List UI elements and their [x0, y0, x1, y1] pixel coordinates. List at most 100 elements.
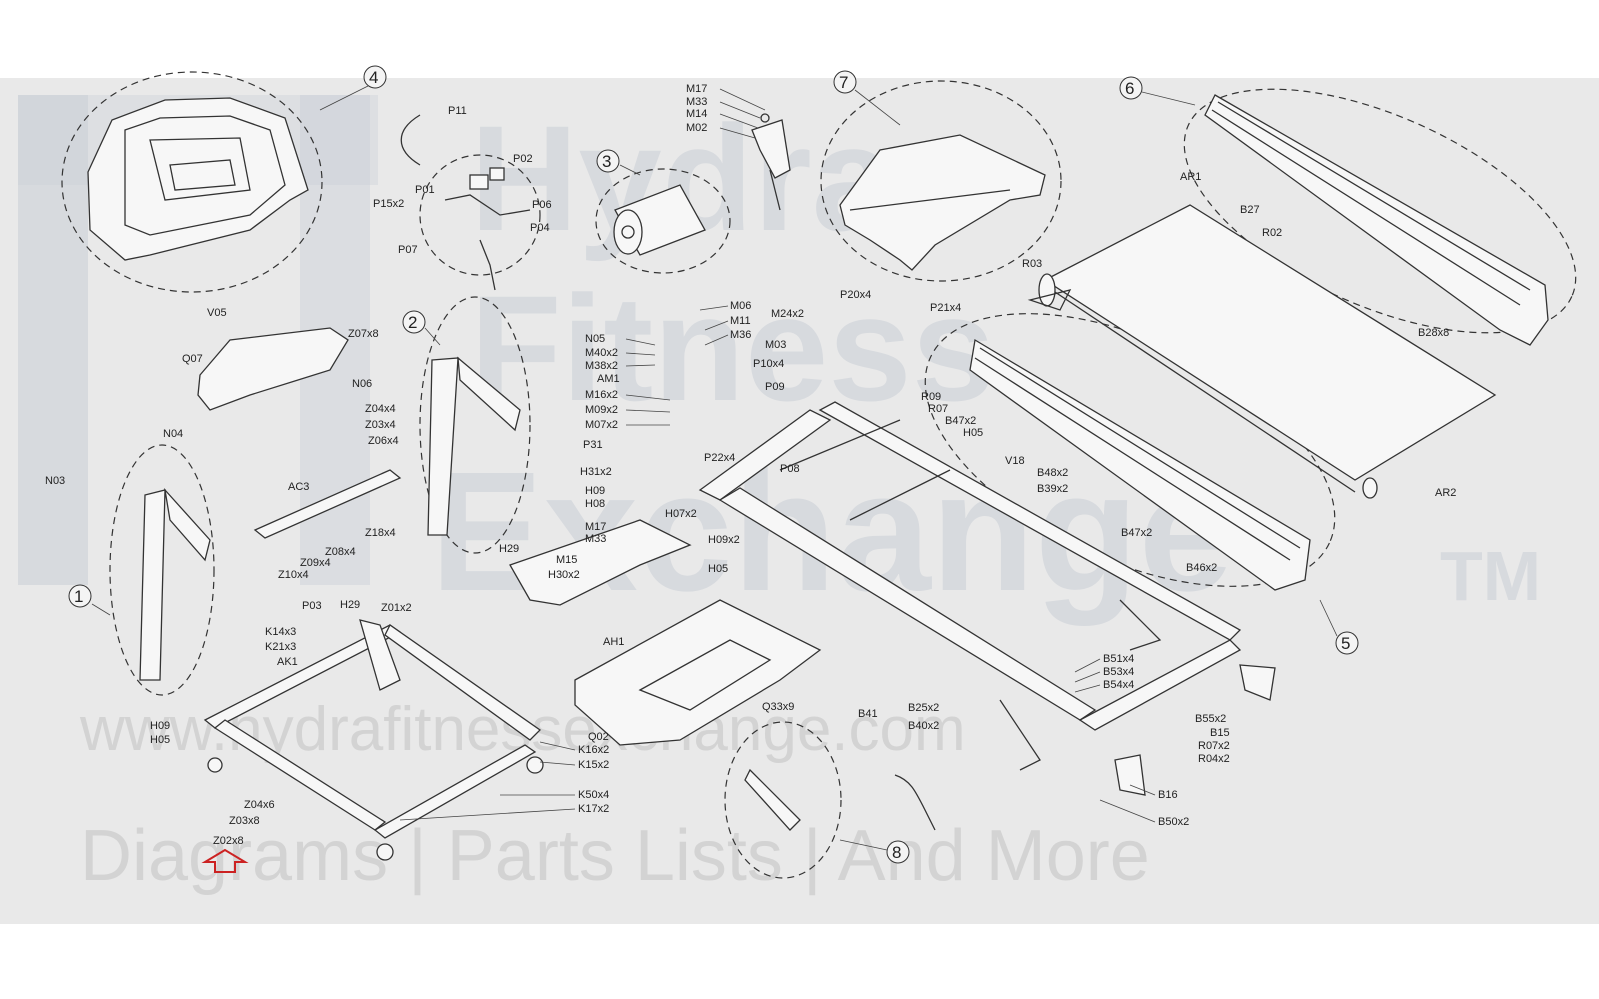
- side-rail-left: [969, 338, 1311, 591]
- label-Z03x8: Z03x8: [229, 815, 260, 827]
- label-P11: P11: [448, 105, 467, 117]
- label-M16x2: M16x2: [585, 389, 618, 401]
- wiring-harness: [400, 114, 541, 291]
- label-H08: H08: [585, 498, 605, 510]
- label-P04: P04: [530, 222, 550, 234]
- label-B53x4: B53x4: [1103, 666, 1134, 678]
- group-outline-upright-right: [419, 296, 531, 554]
- callout-4: 4: [363, 65, 387, 89]
- upright-left: [139, 487, 211, 681]
- motor-assembly: [613, 184, 706, 256]
- label-M36: M36: [730, 329, 751, 341]
- group-outline-motor-cover: [820, 80, 1062, 282]
- group-outline-upright-left: [109, 444, 215, 696]
- label-P02: P02: [513, 153, 533, 165]
- label-H09a: H09: [585, 485, 605, 497]
- label-M40x2: M40x2: [585, 347, 618, 359]
- label-M33b: M33: [585, 533, 606, 545]
- label-M38x2: M38x2: [585, 360, 618, 372]
- label-R09: R09: [921, 391, 941, 403]
- label-P01: P01: [415, 184, 435, 196]
- label-N04: N04: [163, 428, 183, 440]
- label-B55x2: B55x2: [1195, 713, 1226, 725]
- label-Z07x8: Z07x8: [348, 328, 379, 340]
- label-M15: M15: [556, 554, 577, 566]
- watermark-logo-block: [18, 95, 88, 585]
- label-V05: V05: [207, 307, 227, 319]
- label-M33a: M33: [686, 96, 707, 108]
- label-AH1: AH1: [603, 636, 624, 648]
- part-labels: P11 P02 P01 P15x2 P06 P04 P07 M17 M33 M1…: [45, 83, 1456, 847]
- label-AK1: AK1: [277, 656, 298, 668]
- svg-text:1: 1: [74, 587, 83, 606]
- label-Z04x4: Z04x4: [365, 403, 396, 415]
- label-P08: P08: [780, 463, 800, 475]
- label-B16: B16: [1158, 789, 1178, 801]
- label-V18: V18: [1005, 455, 1025, 467]
- label-B25x2: B25x2: [908, 702, 939, 714]
- label-Z06x4: Z06x4: [368, 435, 399, 447]
- callout-1: 1: [68, 584, 92, 608]
- label-B46x2: B46x2: [1186, 562, 1217, 574]
- label-B50x2: B50x2: [1158, 816, 1189, 828]
- label-AR2: AR2: [1435, 487, 1456, 499]
- label-H29a: H29: [499, 543, 519, 555]
- label-P15x2: P15x2: [373, 198, 404, 210]
- exploded-parts-diagram: Hydra Fitness Exchange TM www.hydrafitne…: [18, 65, 1577, 896]
- label-AR1: AR1: [1180, 171, 1201, 183]
- deck-assembly: [1027, 204, 1497, 499]
- label-B39x2: B39x2: [1037, 483, 1068, 495]
- label-K21x3: K21x3: [265, 641, 296, 653]
- label-B28x8: B28x8: [1418, 327, 1449, 339]
- base-frame: [203, 619, 544, 861]
- label-K15x2: K15x2: [578, 759, 609, 771]
- label-N05: N05: [585, 333, 605, 345]
- label-R02: R02: [1262, 227, 1282, 239]
- label-M11: M11: [730, 315, 751, 327]
- incline-motor: [751, 113, 791, 211]
- group-outline-motor: [595, 168, 731, 274]
- label-Z10x4: Z10x4: [278, 569, 309, 581]
- label-R03: R03: [1022, 258, 1042, 270]
- upright-right: [427, 356, 521, 536]
- label-M07x2: M07x2: [585, 419, 618, 431]
- label-P06: P06: [532, 199, 552, 211]
- label-H05b: H05: [708, 563, 728, 575]
- callout-5: 5: [1335, 631, 1359, 655]
- label-leaders: [399, 88, 1156, 823]
- label-Q33x9: Q33x9: [762, 701, 794, 713]
- watermark-tagline: Diagrams | Parts Lists | And More: [80, 816, 1150, 896]
- label-H09x2: H09x2: [708, 534, 740, 546]
- label-K17x2: K17x2: [578, 803, 609, 815]
- label-R04x2: R04x2: [1198, 753, 1230, 765]
- console-assembly: [87, 97, 309, 261]
- label-Z02x8: Z02x8: [213, 835, 244, 847]
- label-Z03x4: Z03x4: [365, 419, 396, 431]
- label-N06: N06: [352, 378, 372, 390]
- rear-leg: [744, 768, 936, 831]
- label-B27: B27: [1240, 204, 1260, 216]
- label-M17a: M17: [686, 83, 707, 95]
- label-B48x2: B48x2: [1037, 467, 1068, 479]
- label-B51x4: B51x4: [1103, 653, 1134, 665]
- svg-text:8: 8: [892, 843, 901, 862]
- label-B15: B15: [1210, 727, 1230, 739]
- label-P20x4: P20x4: [840, 289, 871, 301]
- label-B47x2a: B47x2: [945, 415, 976, 427]
- label-H29b: H29: [340, 599, 360, 611]
- watermark-trademark: TM: [1440, 537, 1541, 615]
- label-M24x2: M24x2: [771, 308, 804, 320]
- label-Z18x4: Z18x4: [365, 527, 396, 539]
- label-H31x2: H31x2: [580, 466, 612, 478]
- group-outline-console: [61, 71, 323, 293]
- label-M03: M03: [765, 339, 786, 351]
- motor-cover: [839, 134, 1046, 271]
- label-H09b: H09: [150, 720, 170, 732]
- label-Z01x2: Z01x2: [381, 602, 412, 614]
- label-H05c: H05: [150, 734, 170, 746]
- label-B40x2: B40x2: [908, 720, 939, 732]
- label-P21x4: P21x4: [930, 302, 961, 314]
- label-P03: P03: [302, 600, 322, 612]
- watermark-brand-line2: Fitness: [470, 264, 995, 432]
- callout-leaders: [91, 85, 1338, 851]
